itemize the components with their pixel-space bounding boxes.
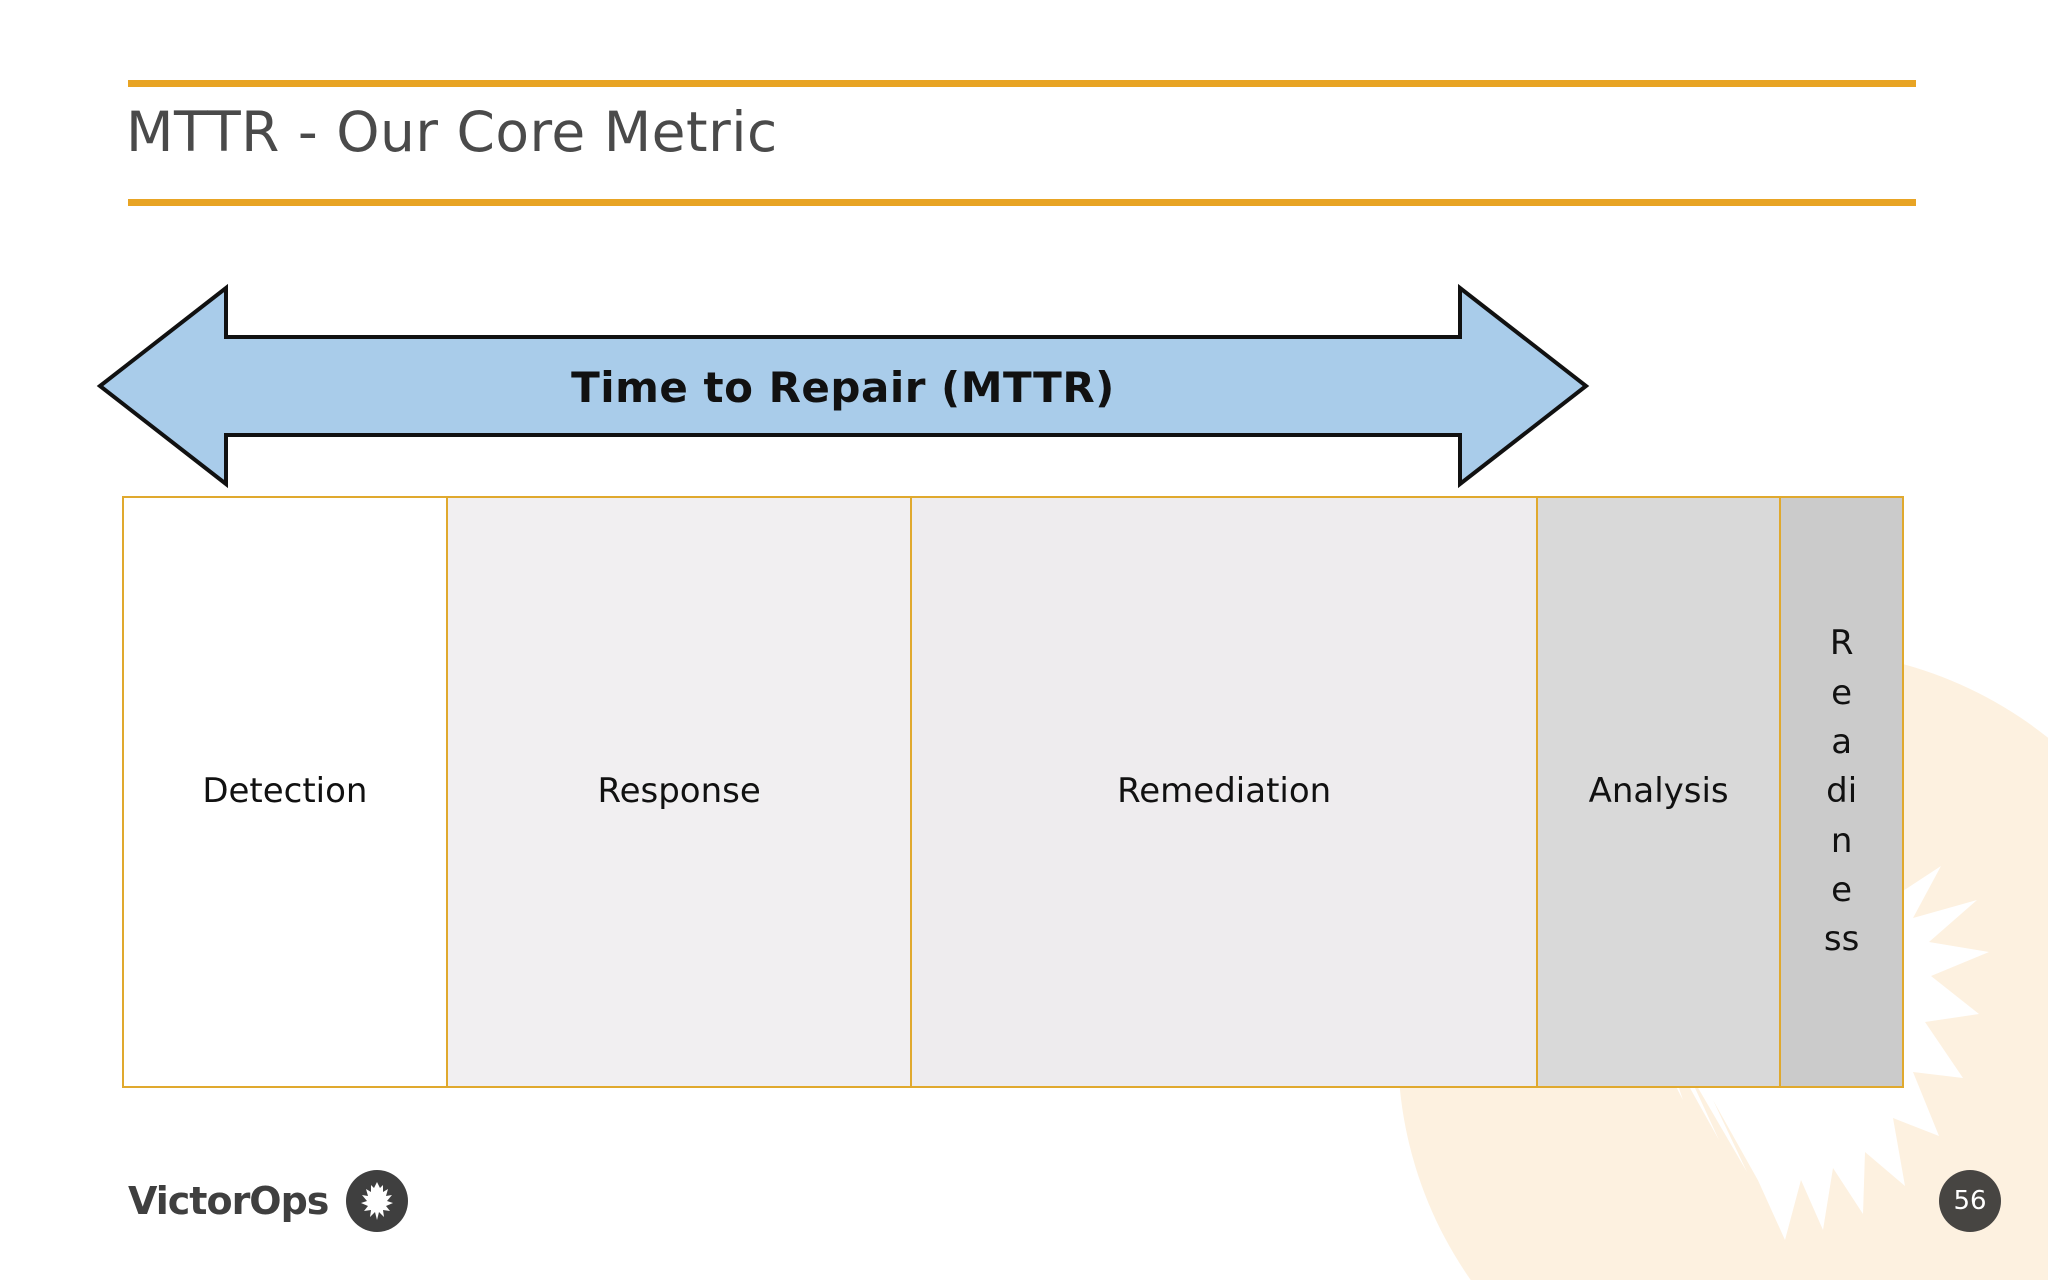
phase-label-remediation: Remediation	[1117, 771, 1332, 812]
incident-phase-band: Detection Response Remediation Analysis …	[122, 496, 1904, 1088]
page-number-badge: 56	[1939, 1170, 2001, 1232]
time-to-repair-arrow: Time to Repair (MTTR)	[96, 282, 1590, 492]
page-title: MTTR - Our Core Metric	[126, 100, 778, 164]
double-arrow-shape-icon	[96, 283, 1590, 489]
title-rule-bottom	[128, 199, 1916, 206]
oak-leaf-glyph-icon	[361, 1182, 394, 1220]
phase-detection[interactable]: Detection	[122, 496, 447, 1088]
phase-label-analysis: Analysis	[1588, 771, 1729, 812]
phase-response[interactable]: Response	[446, 496, 912, 1088]
oak-leaf-icon	[346, 1170, 409, 1232]
brand-wordmark: VictorOps	[128, 1179, 329, 1223]
phase-label-detection: Detection	[202, 771, 368, 812]
victorops-logo: VictorOps	[128, 1170, 409, 1232]
title-rule-top	[128, 80, 1916, 87]
phase-analysis[interactable]: Analysis	[1536, 496, 1781, 1088]
phase-label-response: Response	[597, 771, 761, 812]
phase-readiness[interactable]: Readiness	[1780, 496, 1904, 1088]
phase-remediation[interactable]: Remediation	[911, 496, 1537, 1088]
phase-label-readiness: Readiness	[1823, 623, 1860, 960]
